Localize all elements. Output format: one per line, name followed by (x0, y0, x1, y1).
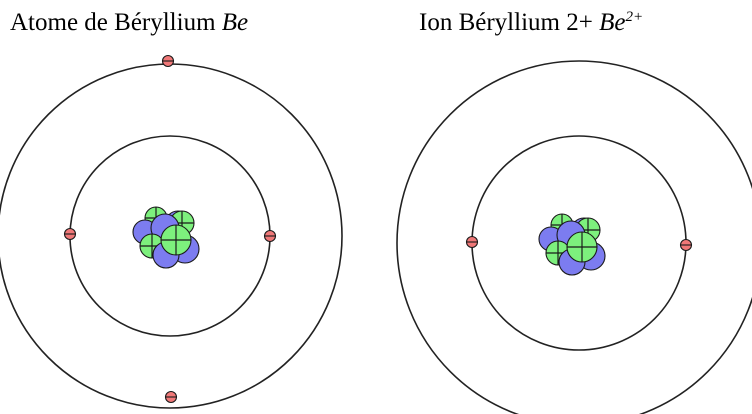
ion-title: Ion Béryllium 2+ Be2+ (419, 9, 644, 36)
proton-icon (160, 224, 192, 256)
electron-icon (263, 229, 277, 243)
electron-icon (164, 390, 178, 404)
ion-nucleus (538, 213, 606, 276)
electron-icon (679, 238, 693, 252)
ion-charge: 2+ (625, 9, 644, 25)
ion-model (396, 60, 752, 414)
atom-model (0, 54, 343, 409)
ion-title-text: Ion Béryllium 2+ (419, 9, 593, 36)
atom-title: Atome de Béryllium Be (10, 10, 248, 35)
electron-icon (161, 54, 175, 68)
ion-outer-shell (396, 60, 752, 414)
electron-icon (465, 235, 479, 249)
proton-icon (566, 231, 598, 263)
atom-nucleus (132, 206, 200, 269)
electron-icon (63, 227, 77, 241)
atom-symbol: Be (221, 9, 249, 36)
atom-title-text: Atome de Béryllium (10, 9, 216, 36)
ion-symbol: Be (599, 9, 626, 36)
